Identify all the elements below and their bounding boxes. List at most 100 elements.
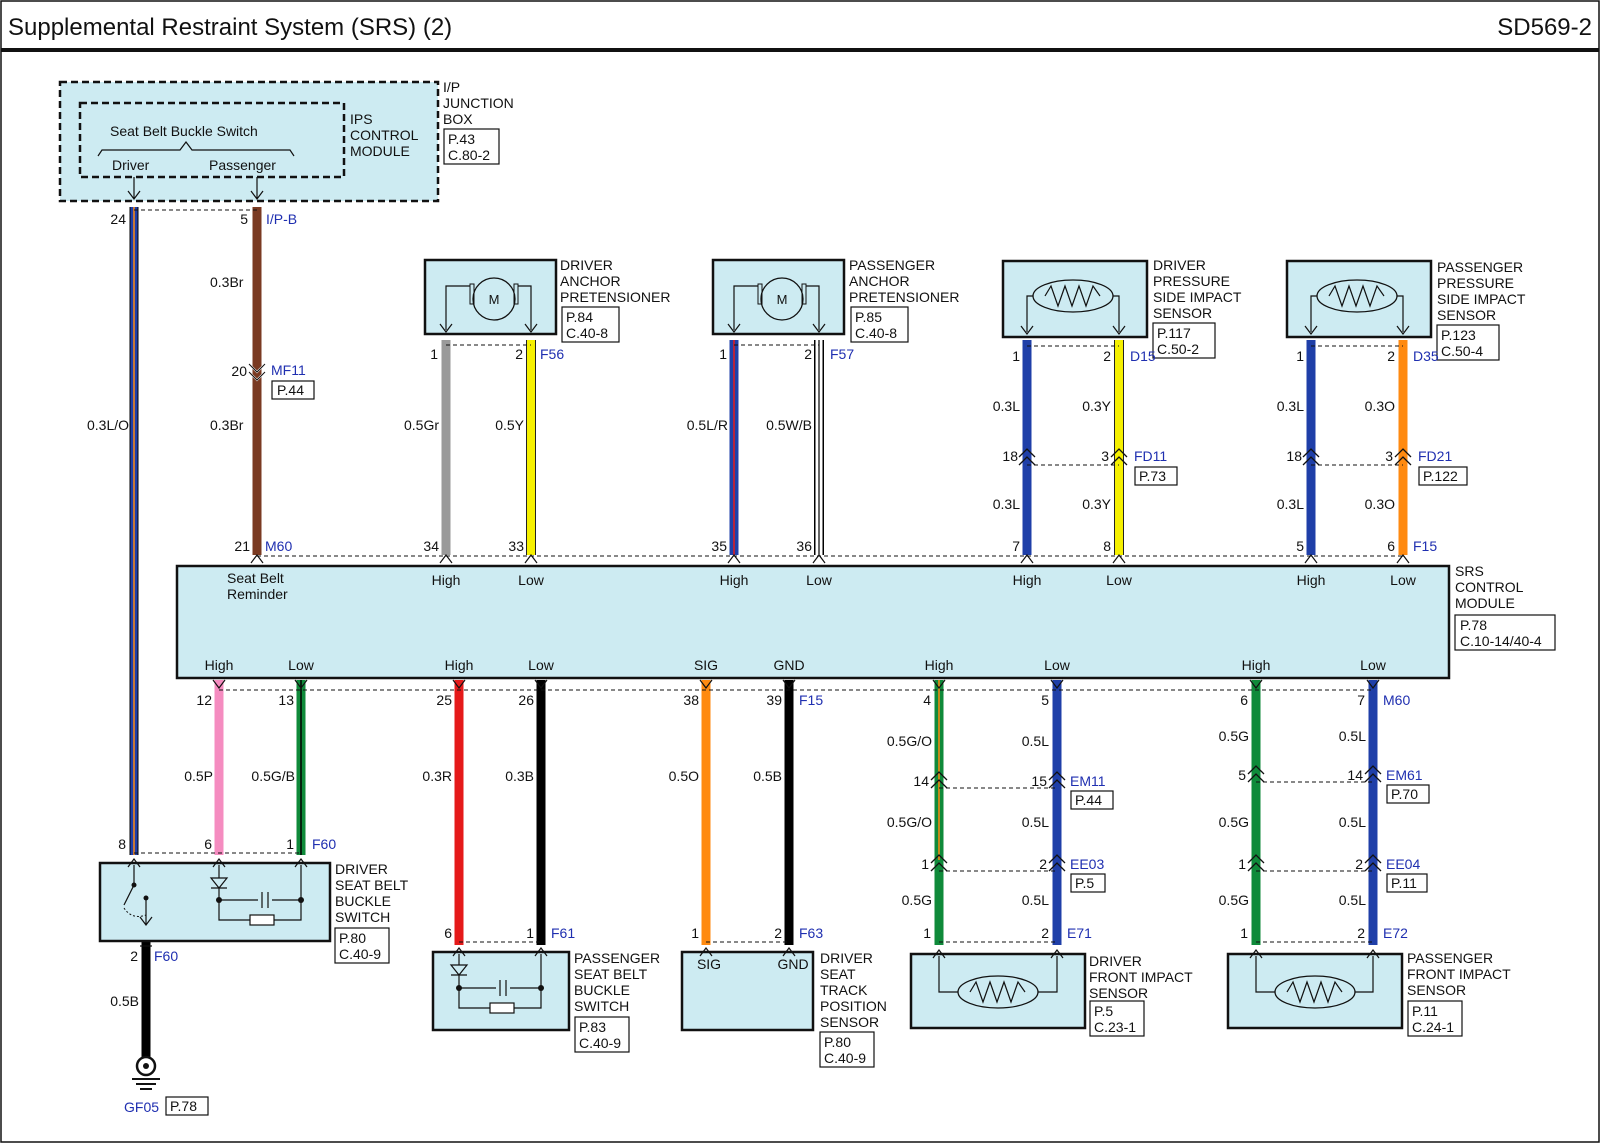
passenger-front-sensor-ref-2: C.24-1	[1412, 1019, 1454, 1035]
em61-ref: P.70	[1391, 786, 1418, 802]
ee03-inline-connector	[930, 854, 1066, 872]
srs-bottom-high-25: High	[445, 657, 474, 673]
fd21-ref-box	[1418, 466, 1468, 486]
passenger-buckle-box	[431, 950, 571, 1032]
connector-f60-bottom: F60	[154, 948, 178, 964]
srs-control-module: Seat Belt Reminder High Low High Low Hig…	[175, 554, 1556, 691]
srs-bottom-low-26: Low	[528, 657, 555, 673]
wire-label-gr: 0.5Gr	[404, 417, 439, 433]
track-sensor-line-4: POSITION	[820, 998, 887, 1014]
driver-anchor-pretensioner: M DRIVER ANCHOR PRETENSIONER P.84 C.40-8	[423, 257, 670, 346]
driver-buckle-line-4: SWITCH	[335, 909, 390, 925]
srs-ref-2: C.10-14/40-4	[1460, 633, 1542, 649]
pin-ee1b: 1	[1238, 856, 1246, 872]
ground-name: GF05	[124, 1099, 159, 1115]
mf11-ref: P.44	[277, 382, 304, 398]
wire-label-b3: 0.3B	[505, 768, 534, 784]
wire-label-l5e: 0.5L	[1339, 814, 1366, 830]
srs-line-3: MODULE	[1455, 595, 1515, 611]
pin-em14b: 14	[1347, 767, 1363, 783]
driver-side-sensor-resistor	[1044, 284, 1101, 308]
track-sensor-line-2: SEAT	[820, 966, 856, 982]
passenger-front-sensor-box	[1226, 952, 1404, 1030]
em61-inline-connector	[1247, 765, 1382, 783]
fd21-ref: P.122	[1423, 468, 1458, 484]
track-sensor-line-5: SENSOR	[820, 1014, 879, 1030]
passenger-anchor-line-2: ANCHOR	[849, 273, 910, 289]
pin-em5: 5	[1238, 767, 1246, 783]
passenger-side-sensor-ref-2: C.50-4	[1441, 343, 1483, 359]
passenger-buckle-line-2: SEAT BELT	[574, 966, 648, 982]
srs-top-low-33: Low	[518, 572, 545, 588]
driver-buckle-ref-2: C.40-9	[339, 946, 381, 962]
wire-label-gnd: 0.5B	[110, 993, 139, 1009]
srs-bottom-low-13: Low	[288, 657, 315, 673]
pin-ds-18: 18	[1002, 448, 1018, 464]
pin-b7: 7	[1357, 692, 1365, 708]
wire-label-ps-o2: 0.3O	[1365, 496, 1395, 512]
passenger-front-sensor-leads	[1255, 956, 1374, 993]
pin-b5: 5	[1041, 692, 1049, 708]
passenger-anchor-ref-2: C.40-8	[855, 325, 897, 341]
wire-label-g5b: 0.5G	[1219, 728, 1249, 744]
connector-f56: F56	[540, 346, 564, 362]
srs-top-pin-arrows	[250, 554, 1410, 564]
srs-bottom-gnd-39: GND	[773, 657, 804, 673]
passenger-buckle-node-1	[456, 985, 462, 991]
connector-fd11: FD11	[1134, 448, 1167, 464]
wire-label-g5d: 0.5G	[1219, 892, 1249, 908]
wire-label-b5: 0.5B	[753, 768, 782, 784]
driver-buckle-line-2: SEAT BELT	[335, 877, 409, 893]
passenger-anchor-pretensioner: M PASSENGER ANCHOR PRETENSIONER P.85 C.4…	[711, 257, 959, 346]
srs-ref-1: P.78	[1460, 617, 1487, 633]
driver-front-sensor-box	[909, 952, 1087, 1030]
mf11-ref-box	[271, 380, 315, 400]
ground-icon	[132, 1078, 160, 1090]
passenger-side-sensor-line-3: SIDE IMPACT	[1437, 291, 1526, 307]
wire-label-br-1: 0.3Br	[210, 274, 244, 290]
buckle-brace	[97, 141, 295, 157]
passenger-buckle-diode-circuit	[449, 954, 542, 1009]
wire-label-ds-y2: 0.3Y	[1082, 496, 1111, 512]
pin-s6: 6	[1387, 538, 1395, 554]
pin-s36: 36	[796, 538, 812, 554]
passenger-buckle-line-1: PASSENGER	[574, 950, 660, 966]
connector-ee04: EE04	[1386, 856, 1420, 872]
ipjb-line-3: BOX	[443, 111, 473, 127]
pin-df-1: 1	[923, 925, 931, 941]
driver-anchor-line-3: PRETENSIONER	[560, 289, 670, 305]
srs-bottom-high-4: High	[925, 657, 954, 673]
pin-ds-2: 2	[1103, 348, 1111, 364]
wire-label-ps-l2: 0.3L	[1277, 496, 1304, 512]
wire-label-go2: 0.5G/O	[887, 814, 932, 830]
driver-anchor-line-2: ANCHOR	[560, 273, 621, 289]
passenger-side-sensor-line-1: PASSENGER	[1437, 259, 1523, 275]
passenger-anchor-arrows	[727, 323, 826, 333]
connector-e71: E71	[1067, 925, 1092, 941]
srs-bottom-high-6: High	[1242, 657, 1271, 673]
driver-side-impact-sensor: DRIVER PRESSURE SIDE IMPACT SENSOR P.117…	[1001, 257, 1242, 466]
track-sensor-box	[680, 950, 815, 1032]
driver-front-sensor-resistor	[969, 980, 1026, 1004]
pin-b25: 25	[436, 692, 452, 708]
pin-ps-18: 18	[1286, 448, 1302, 464]
driver-side-sensor-arrows	[1020, 325, 1126, 335]
ipjb-ref-box	[443, 128, 500, 165]
pin-pa-1: 1	[719, 346, 727, 362]
ipjb-line-1: I/P	[443, 79, 460, 95]
connector-d35: D35	[1413, 348, 1439, 364]
wire-label-go1: 0.5G/O	[887, 733, 932, 749]
connector-m60-bottom: M60	[1383, 692, 1410, 708]
ee03-ref: P.5	[1075, 875, 1094, 891]
driver-front-impact-sensor: DRIVER FRONT IMPACT SENSOR P.5 C.23-1	[909, 941, 1193, 1037]
passenger-side-sensor-arrows	[1304, 325, 1410, 335]
pin-5-ipb: 5	[240, 211, 248, 227]
pin-s7: 7	[1012, 538, 1020, 554]
wire-label-ds-y1: 0.3Y	[1082, 398, 1111, 414]
pin-pb-6: 6	[444, 925, 452, 941]
connector-ee03: EE03	[1070, 856, 1104, 872]
pin-ps-1: 1	[1296, 348, 1304, 364]
passenger-buckle-ref-2: C.40-9	[579, 1035, 621, 1051]
passenger-anchor-ref-box	[850, 306, 909, 343]
